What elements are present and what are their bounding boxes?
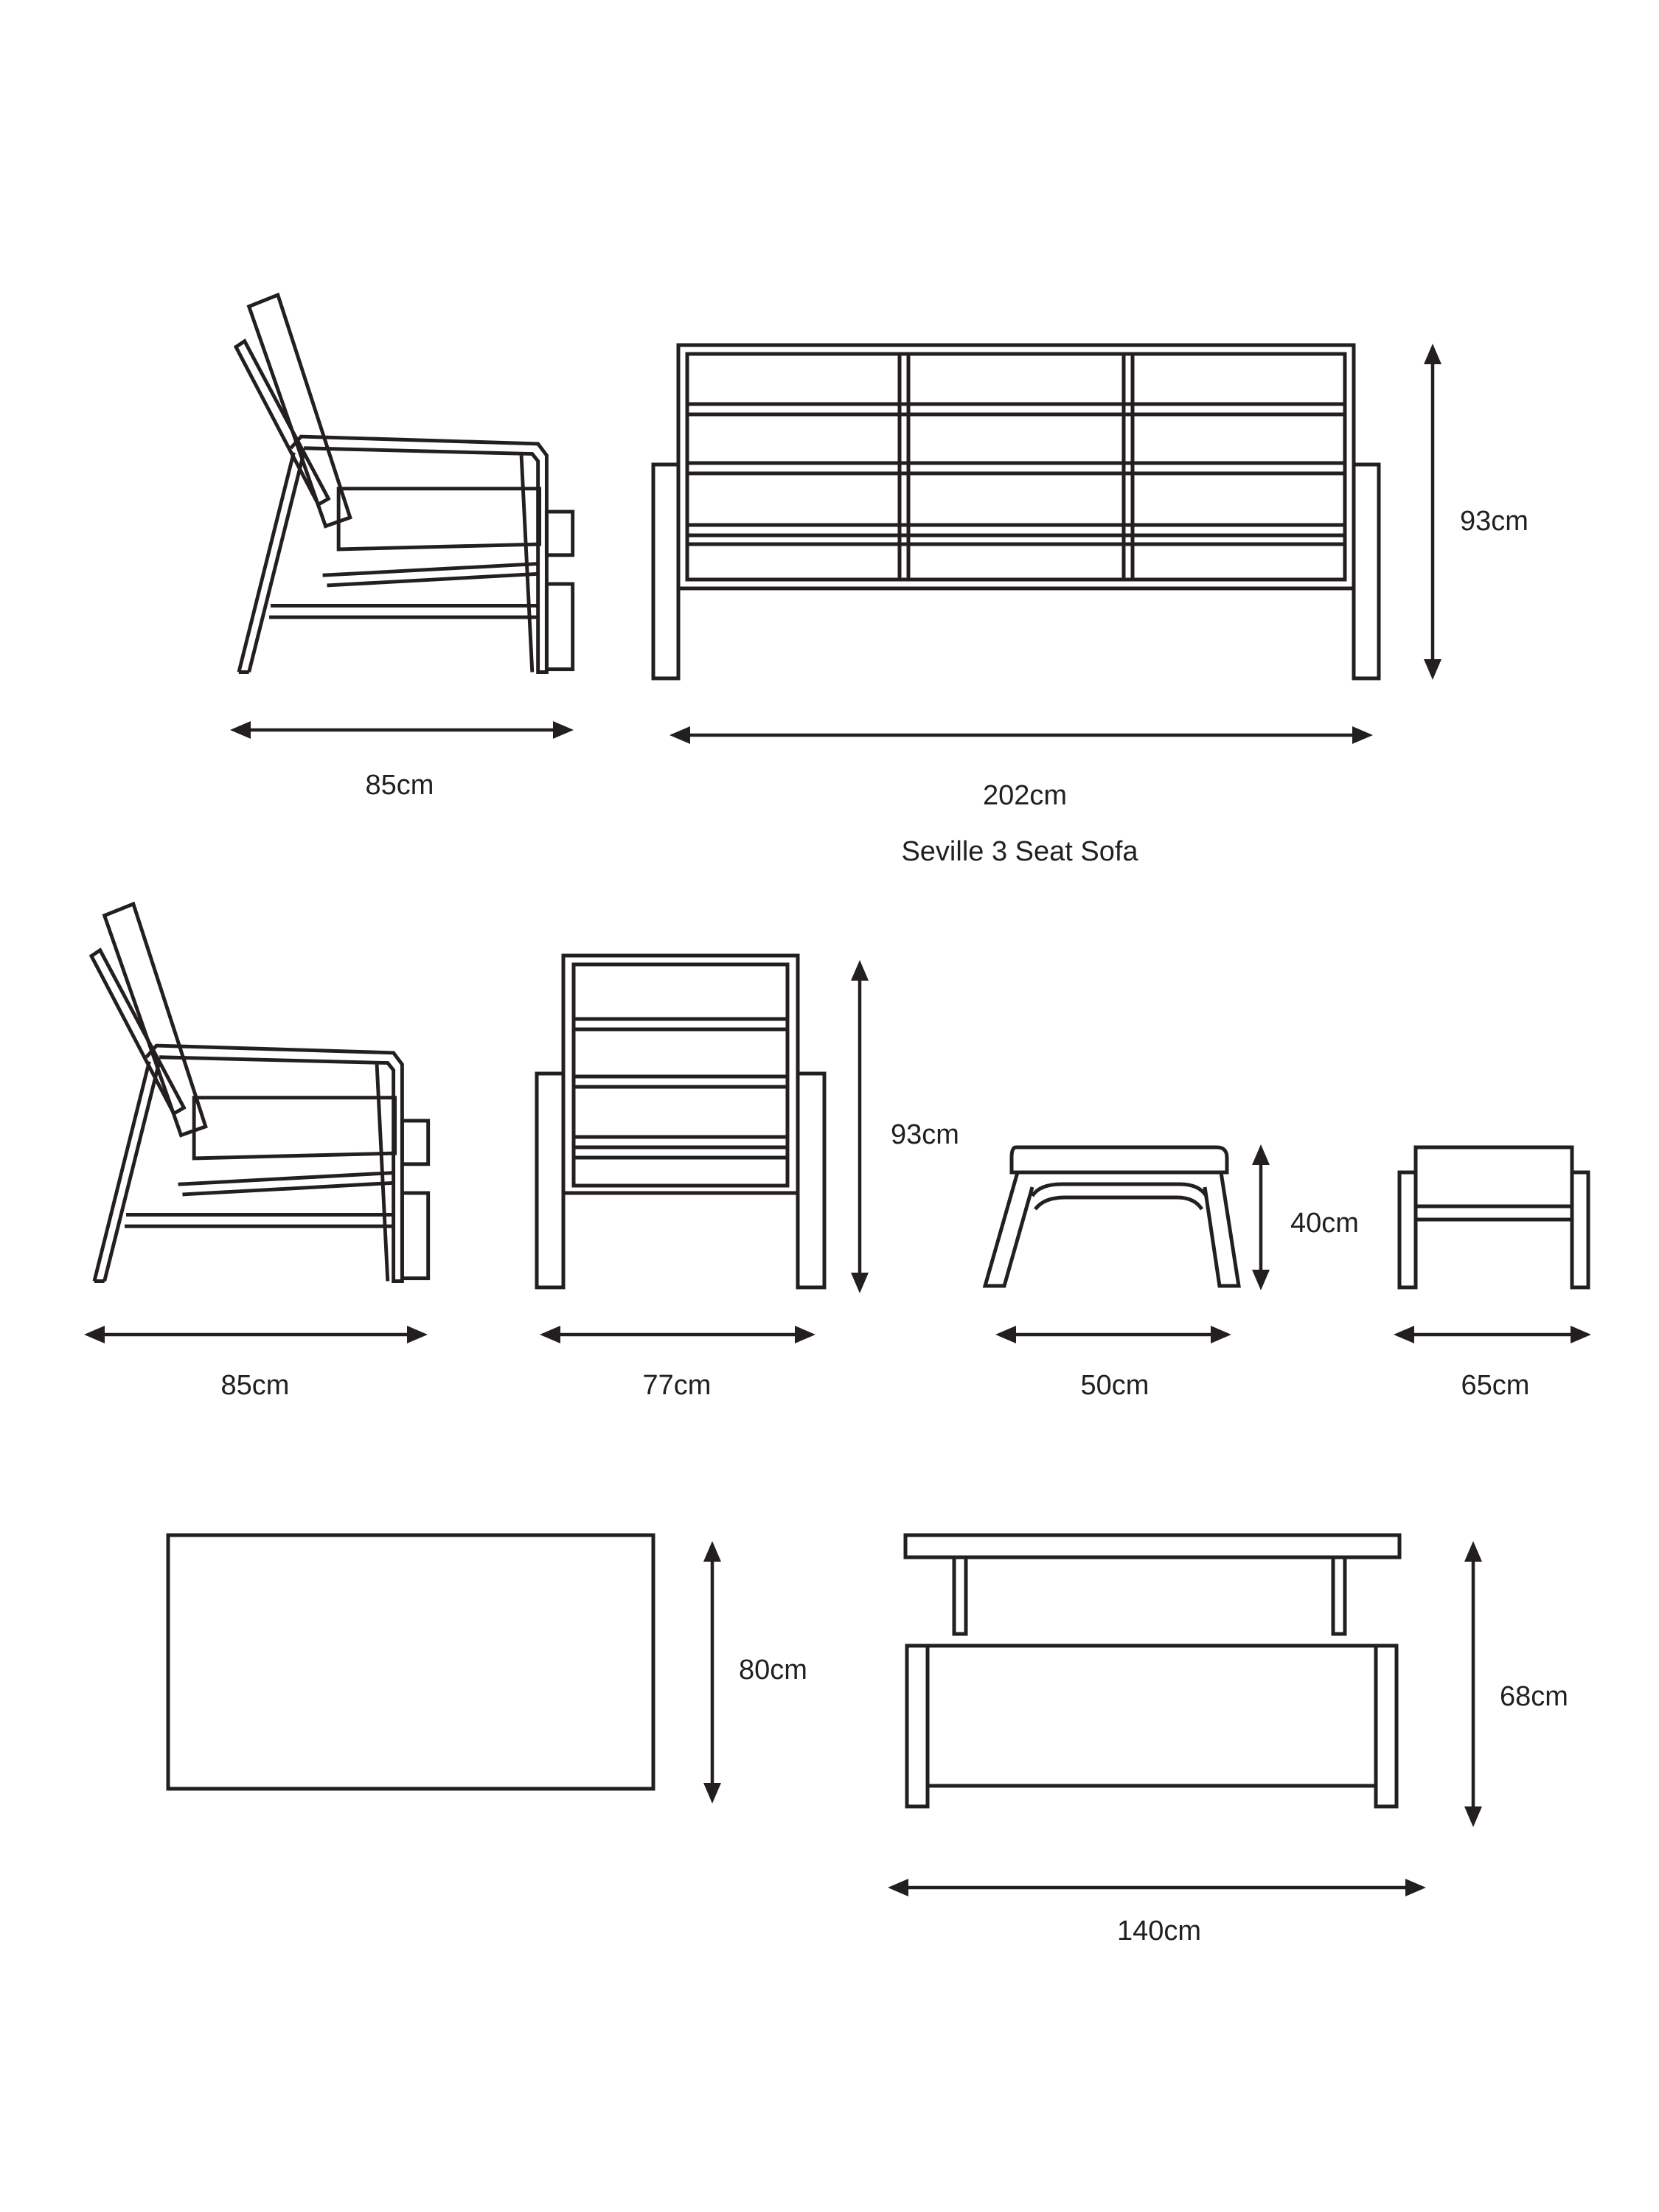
table-front-view — [903, 1533, 1402, 1809]
sofa-side-view — [236, 295, 573, 672]
sofa-front-view — [651, 343, 1381, 681]
chair-side-depth-label: 85cm — [220, 1370, 290, 1401]
chair-front-view — [535, 953, 827, 1290]
sofa-width-label: 202cm — [982, 780, 1068, 811]
footstool-front-view — [1397, 1145, 1590, 1290]
chair-height-label: 93cm — [891, 1119, 959, 1150]
sofa-height-label: 93cm — [1460, 506, 1528, 537]
product-caption: Seville 3 Seat Sofa — [901, 836, 1138, 867]
footstool-side-view — [982, 1145, 1241, 1288]
chair-side-view — [91, 904, 428, 1281]
table-depth-label: 80cm — [739, 1655, 807, 1686]
table-width-label: 140cm — [1116, 1916, 1202, 1947]
footstool-width-label: 65cm — [1461, 1370, 1530, 1401]
table-height-label: 68cm — [1500, 1681, 1568, 1712]
sofa-side-depth-label: 85cm — [365, 770, 434, 801]
chair-width-label: 77cm — [642, 1370, 712, 1401]
dimension-arrows — [84, 344, 1591, 1896]
footstool-height-label: 40cm — [1290, 1208, 1359, 1239]
footstool-depth-label: 50cm — [1080, 1370, 1150, 1401]
table-top-view — [166, 1533, 655, 1791]
